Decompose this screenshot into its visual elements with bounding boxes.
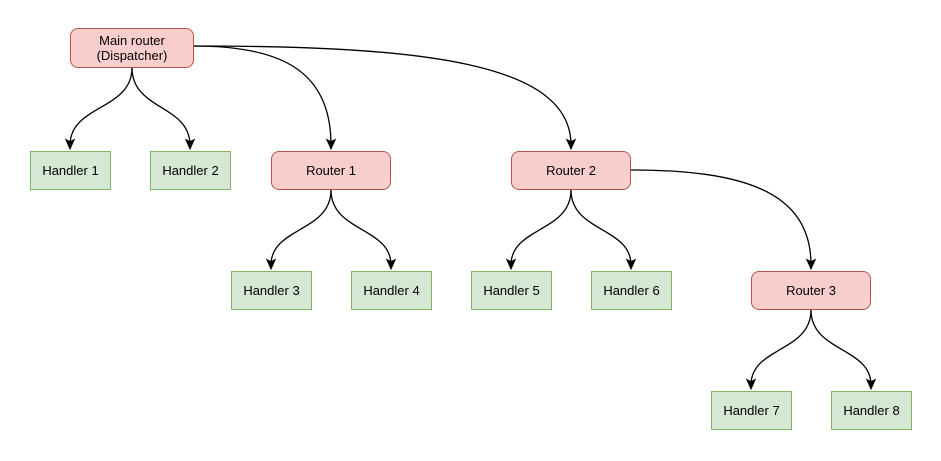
diagram-edge	[330, 189, 397, 271]
diagram-edges	[64, 45, 877, 391]
diagram-edge	[193, 45, 337, 151]
node-router-3[interactable]: Router 3	[751, 271, 871, 310]
diagram-edge	[265, 189, 332, 271]
node-label: Handler 8	[843, 403, 900, 418]
node-handler-6[interactable]: Handler 6	[591, 271, 672, 310]
node-handler-8[interactable]: Handler 8	[831, 391, 912, 430]
node-handler-3[interactable]: Handler 3	[231, 271, 312, 310]
diagram-edge	[570, 189, 637, 271]
node-label: Router 1	[306, 163, 356, 178]
node-handler-5[interactable]: Handler 5	[471, 271, 552, 310]
node-router-2[interactable]: Router 2	[511, 151, 631, 190]
node-handler-4[interactable]: Handler 4	[351, 271, 432, 310]
node-handler-7[interactable]: Handler 7	[711, 391, 792, 430]
node-label: Handler 3	[243, 283, 300, 298]
node-handler-1[interactable]: Handler 1	[30, 151, 111, 190]
node-label: Router 2	[546, 163, 596, 178]
node-label: Handler 5	[483, 283, 540, 298]
diagram-edge	[193, 45, 577, 151]
diagram-edge	[131, 67, 196, 151]
node-label: Handler 6	[603, 283, 660, 298]
node-label: Handler 1	[42, 163, 99, 178]
diagram-edge	[630, 169, 817, 271]
node-label: Handler 2	[162, 163, 219, 178]
node-label: Handler 7	[723, 403, 780, 418]
node-router-1[interactable]: Router 1	[271, 151, 391, 190]
node-label: Handler 4	[363, 283, 420, 298]
diagram-edge	[64, 67, 133, 151]
diagram-edge	[810, 309, 877, 391]
diagram-edge	[505, 189, 572, 271]
node-handler-2[interactable]: Handler 2	[150, 151, 231, 190]
node-label: Main router (Dispatcher)	[96, 33, 168, 63]
node-main-router[interactable]: Main router (Dispatcher)	[70, 28, 194, 68]
node-label: Router 3	[786, 283, 836, 298]
diagram-edge	[745, 309, 812, 391]
